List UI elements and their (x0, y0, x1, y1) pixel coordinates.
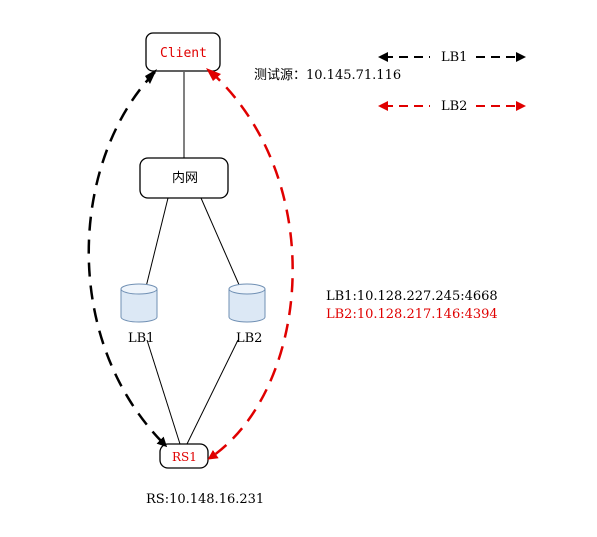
rs1-label: RS1 (172, 450, 197, 464)
lb1-address: LB1:10.128.227.245:4668 (326, 289, 498, 304)
rs-address: RS:10.148.16.231 (146, 492, 265, 507)
lb2-path-arrow (207, 70, 294, 460)
legend-lb2-label: LB2 (441, 99, 468, 114)
lb2-label: LB2 (236, 331, 263, 346)
legend-lb1-label: LB1 (441, 50, 468, 65)
client-label: Client (160, 46, 207, 61)
lb2-cylinder-icon[interactable] (228, 283, 266, 323)
link-intranet-lb1 (145, 197, 169, 288)
lb1-label: LB1 (128, 331, 155, 346)
lb2-address: LB2:10.128.217.146:4394 (326, 307, 498, 322)
source-address: 测试源：10.145.71.116 (254, 68, 402, 83)
intranet-node[interactable] (139, 157, 229, 199)
lb1-path-arrowhead-top (145, 69, 157, 84)
client-node[interactable] (145, 32, 221, 72)
lb2-path-arrowhead-top (206, 68, 221, 81)
legend-lb1 (378, 52, 526, 62)
lb1-cylinder-icon[interactable] (120, 283, 158, 323)
link-intranet-lb2 (200, 197, 241, 288)
lb1-path-arrow (87, 71, 168, 448)
link-lb1-rs1 (146, 339, 181, 445)
intranet-label: 内网 (172, 171, 199, 186)
link-lb2-rs1 (186, 339, 239, 445)
legend-lb2 (378, 101, 526, 111)
